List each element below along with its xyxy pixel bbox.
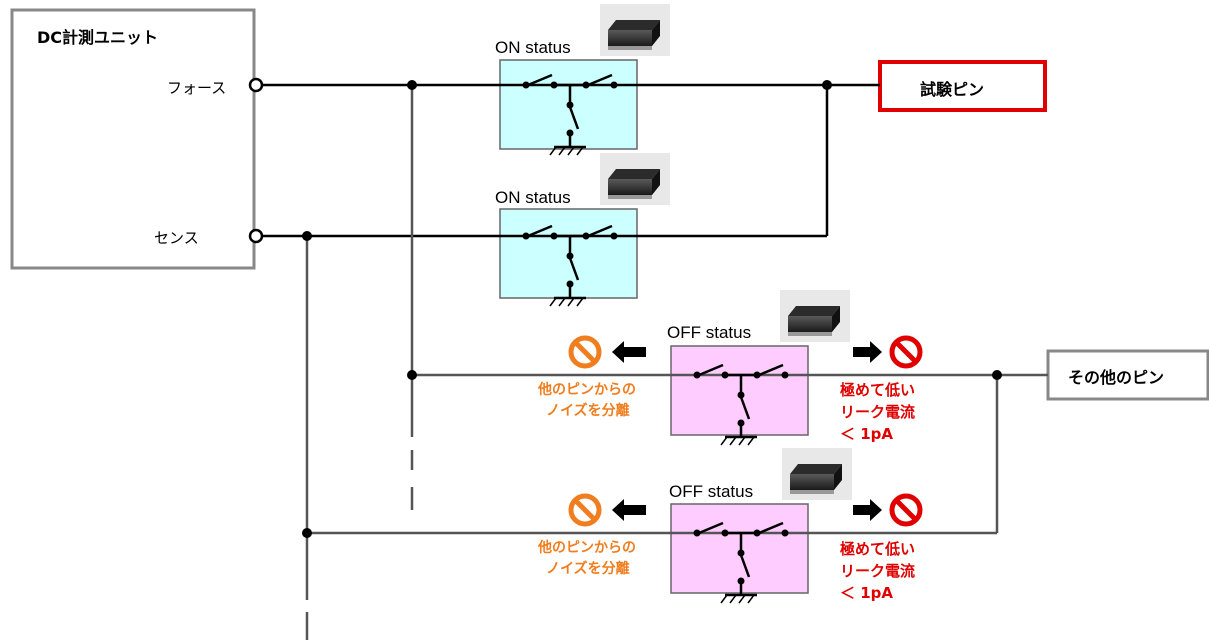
- relay-status-label: OFF status: [669, 482, 754, 501]
- relay-status-label: ON status: [495, 38, 571, 57]
- note-line: リーク電流: [840, 562, 916, 580]
- relay-switch: [522, 224, 618, 307]
- dc-unit-title: DC計測ユニット: [37, 28, 159, 47]
- prohibited-icon: [889, 335, 923, 369]
- relay-package-icon: [780, 290, 850, 342]
- relay-switch: [693, 521, 789, 604]
- sense-terminal: [248, 228, 264, 244]
- relay-status-label: ON status: [495, 188, 571, 207]
- relay-package-icon: [600, 153, 670, 205]
- arrow-left-icon: [612, 499, 646, 521]
- note-line: ＜ 1pA: [840, 584, 894, 602]
- note-line: ノイズを分離: [546, 403, 630, 419]
- test-pin-box[interactable]: [878, 60, 1047, 112]
- relay-box-off-2: [670, 503, 809, 594]
- arrow-left-icon: [612, 341, 646, 363]
- relay-package-icon: [782, 448, 852, 500]
- other-pin-label: その他のピン: [1068, 368, 1165, 387]
- noise-isolation-note: 他のピンからの ノイズを分離: [538, 380, 636, 422]
- force-port-label: フォース: [167, 79, 227, 97]
- note-line: 極めて低い: [840, 540, 916, 558]
- arrow-right-icon: [853, 499, 882, 521]
- dc-unit-box: [10, 8, 256, 270]
- note-line: ＜ 1pA: [840, 425, 894, 443]
- note-line: 極めて低い: [840, 381, 916, 399]
- relay-switch: [522, 73, 618, 156]
- sense-port-label: センス: [154, 229, 199, 247]
- relay-switches: [522, 73, 789, 604]
- prohibited-icon: [568, 493, 602, 527]
- note-line: リーク電流: [840, 403, 916, 421]
- prohibited-icon: [568, 335, 602, 369]
- other-pin-box[interactable]: [1046, 349, 1209, 401]
- force-terminal: [248, 77, 264, 93]
- junction-dots: [302, 80, 1002, 538]
- relay-package-icon: [600, 4, 670, 56]
- note-line: 他のピンからの: [538, 382, 636, 398]
- relay-switch: [693, 363, 789, 446]
- prohibited-icon: [889, 493, 923, 527]
- note-line: ノイズを分離: [546, 561, 630, 577]
- relay-status-label: OFF status: [667, 323, 752, 342]
- test-pin-label: 試験ピン: [920, 80, 985, 99]
- leakage-note: 極めて低い リーク電流 ＜ 1pA: [840, 538, 915, 604]
- noise-isolation-note: 他のピンからの ノイズを分離: [538, 538, 636, 580]
- leakage-note: 極めて低い リーク電流 ＜ 1pA: [840, 379, 915, 445]
- arrow-right-icon: [853, 341, 882, 363]
- note-line: 他のピンからの: [538, 540, 636, 556]
